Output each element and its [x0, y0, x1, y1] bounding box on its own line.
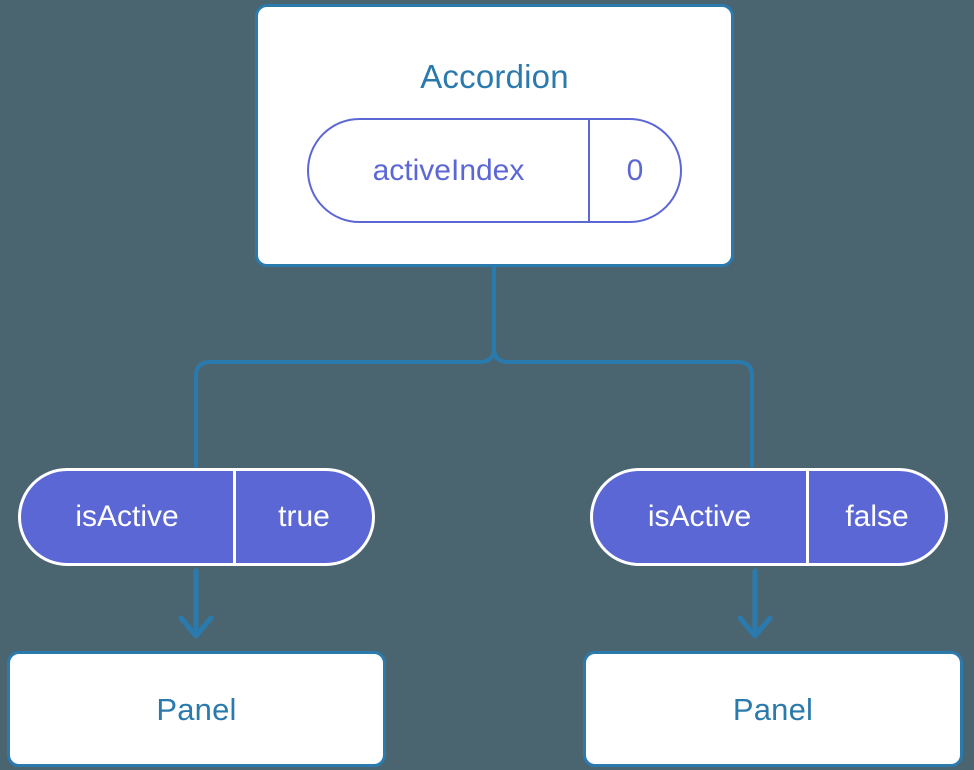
- state-badge-value: 0: [588, 120, 680, 221]
- component-node-panel-left[interactable]: Panel: [7, 651, 386, 767]
- connector-right-branch: [492, 265, 754, 468]
- prop-badge-value: true: [233, 471, 372, 563]
- component-title-panel-left: Panel: [156, 691, 237, 727]
- prop-badge-value: false: [806, 471, 945, 563]
- prop-badge-isactive-false[interactable]: isActive false: [590, 468, 948, 566]
- connector-left-branch: [194, 265, 496, 468]
- arrow-head-right-icon: [737, 615, 773, 639]
- arrow-head-left-icon: [178, 615, 214, 639]
- component-title-panel-right: Panel: [732, 691, 814, 727]
- prop-badge-isactive-true[interactable]: isActive true: [18, 468, 375, 566]
- prop-badge-key: isActive: [75, 500, 179, 533]
- state-badge-key: activeIndex: [372, 153, 525, 187]
- state-badge-activeindex[interactable]: activeIndex 0: [307, 118, 682, 223]
- component-title-accordion: Accordion: [420, 58, 569, 95]
- component-node-panel-right[interactable]: Panel: [583, 651, 963, 767]
- prop-badge-key: isActive: [647, 500, 752, 533]
